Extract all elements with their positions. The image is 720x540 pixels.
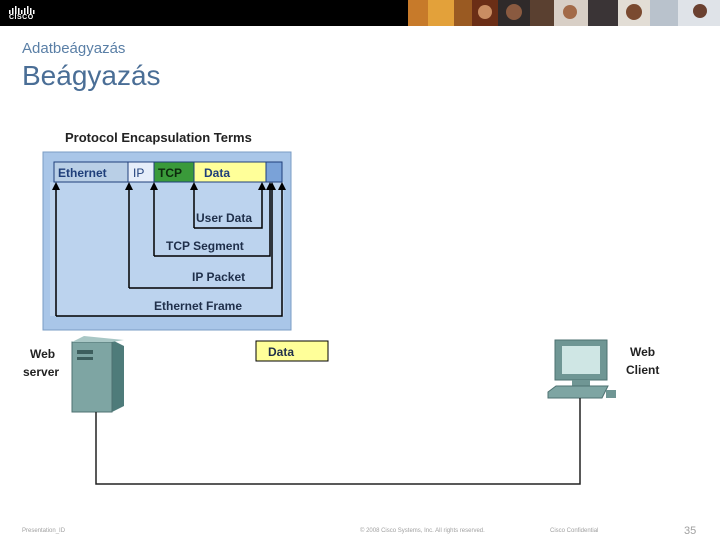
field-ip-label: IP: [133, 166, 144, 180]
layer-tcp-segment-label: TCP Segment: [166, 239, 244, 253]
footer-confidential: Cisco Confidential: [550, 528, 599, 534]
layer-user-data-label: User Data: [196, 211, 252, 225]
diagram-heading: Protocol Encapsulation Terms: [65, 130, 252, 145]
client-label-line1: Web: [630, 345, 655, 359]
cisco-logo-icon: [9, 6, 35, 14]
server-label-line2: server: [23, 365, 59, 379]
layer-ip-packet-label: IP Packet: [192, 270, 245, 284]
ethernet-frame-bracket: [56, 182, 286, 317]
client-label-line2: Client: [626, 363, 659, 377]
field-data-label: Data: [204, 166, 230, 180]
footer-copyright: © 2008 Cisco Systems, Inc. All rights re…: [360, 528, 485, 534]
header-bar: CISCO: [0, 0, 720, 26]
web-client-computer-icon: [547, 339, 616, 399]
field-ethernet-label: Ethernet: [58, 166, 107, 180]
transit-data-label: Data: [268, 345, 294, 359]
slide-subtitle: Adatbeágyazás: [22, 40, 126, 57]
tcp-segment-bracket: [154, 182, 274, 257]
transit-data-box: [255, 340, 329, 362]
encapsulation-inner-box: [50, 182, 284, 316]
footer-presentation-id: Presentation_ID: [22, 528, 66, 534]
field-tcp-label: TCP: [158, 166, 182, 180]
user-data-bracket: [194, 182, 266, 229]
page-number: 35: [684, 525, 697, 537]
server-label-line1: Web: [30, 347, 55, 361]
logo-text: CISCO: [9, 14, 34, 21]
layer-ethernet-frame-label: Ethernet Frame: [154, 299, 242, 313]
field-trailer: [265, 161, 283, 183]
network-link: [95, 398, 581, 485]
slide-title: Beágyazás: [22, 60, 161, 91]
ip-packet-bracket: [129, 182, 276, 289]
web-server-icon: [71, 336, 124, 413]
people-photo-strip: [408, 0, 720, 26]
